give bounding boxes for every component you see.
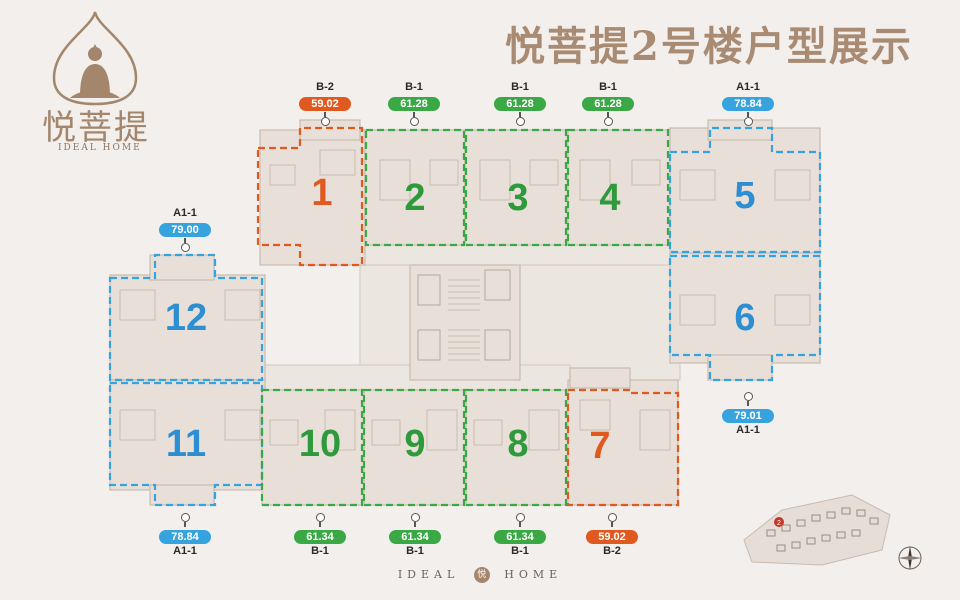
unit-10-body (261, 389, 365, 506)
pin-icon (410, 513, 420, 522)
unit-type: A1-1 (173, 207, 197, 219)
unit-9-body (363, 389, 467, 506)
unit-10-outline (260, 388, 364, 507)
unit-3-outline (464, 128, 568, 247)
unit-area: 78.84 (722, 97, 774, 111)
minimap-marker: 2 (777, 520, 781, 527)
unit-type: B-1 (511, 545, 529, 557)
unit-4-body (567, 129, 671, 246)
building-core (409, 264, 521, 381)
unit-9-outline (362, 388, 466, 507)
unit-2-outline (364, 128, 466, 247)
unit-type: A1-1 (173, 545, 197, 557)
tag-unit-12: A1-1 79.00 (155, 207, 215, 252)
unit-12-number: 12 (165, 297, 207, 339)
unit-type: B-1 (311, 545, 329, 557)
pin-icon (180, 243, 190, 252)
pin-icon (180, 513, 190, 522)
unit-7-outline (566, 388, 680, 507)
brand-logo (40, 8, 160, 148)
tag-unit-1: B-2 59.02 (295, 81, 355, 126)
unit-12-body (109, 274, 266, 381)
pin-icon (320, 117, 330, 126)
pin-icon (515, 513, 525, 522)
footer-brand: IDEAL 悦 HOME (350, 567, 610, 583)
unit-area: 79.01 (722, 409, 774, 423)
tag-unit-11: 78.84 A1-1 (155, 513, 215, 558)
footer-mark-icon: 悦 (473, 567, 490, 583)
unit-7-number: 7 (589, 425, 610, 467)
tag-unit-10: 61.34 B-1 (290, 513, 350, 558)
unit-9-number: 9 (404, 423, 425, 465)
tag-unit-4: B-1 61.28 (578, 81, 638, 126)
unit-area: 59.02 (586, 530, 638, 544)
tag-unit-3: B-1 61.28 (490, 81, 550, 126)
unit-11-number: 11 (166, 423, 206, 465)
logo-subtitle: IDEAL HOME (58, 143, 142, 153)
footer-right: HOME (504, 568, 563, 581)
unit-10-number: 10 (299, 423, 341, 465)
unit-area: 79.00 (159, 223, 211, 237)
logo-name: 悦菩提 (42, 108, 150, 148)
compass-icon (898, 546, 922, 570)
pin-icon (743, 117, 753, 126)
unit-8-outline (464, 388, 568, 507)
unit-type: B-1 (599, 81, 617, 93)
tag-unit-2: B-1 61.28 (384, 81, 444, 126)
unit-4-number: 4 (599, 177, 620, 219)
unit-3-number: 3 (507, 177, 528, 219)
unit-type: A1-1 (736, 424, 760, 436)
unit-area: 61.34 (494, 530, 546, 544)
site-minimap: 2 (743, 494, 891, 566)
unit-6-outline (668, 254, 822, 382)
unit-8-number: 8 (507, 423, 528, 465)
unit-4-outline (566, 128, 670, 247)
unit-5-number: 5 (734, 175, 755, 217)
tag-unit-9: 61.34 B-1 (385, 513, 445, 558)
pin-icon (743, 392, 753, 401)
unit-area: 59.02 (299, 97, 351, 111)
unit-type: B-2 (316, 81, 334, 93)
unit-2-number: 2 (404, 177, 425, 219)
unit-area: 61.28 (388, 97, 440, 111)
unit-8-body (465, 389, 569, 506)
unit-12-outline (108, 253, 264, 382)
tag-unit-8: 61.34 B-1 (490, 513, 550, 558)
unit-area: 61.34 (389, 530, 441, 544)
unit-1-outline (256, 126, 364, 267)
unit-area: 61.28 (494, 97, 546, 111)
tag-unit-5: A1-1 78.84 (718, 81, 778, 126)
pin-icon (409, 117, 419, 126)
unit-1-number: 1 (311, 172, 332, 214)
footer-left: IDEAL (397, 568, 460, 581)
pin-icon (515, 117, 525, 126)
unit-11-outline (108, 381, 264, 507)
unit-type: B-1 (511, 81, 529, 93)
unit-area: 61.34 (294, 530, 346, 544)
pin-icon (315, 513, 325, 522)
unit-7-body (567, 379, 679, 506)
buddha-leaf-icon (52, 11, 138, 106)
unit-area: 61.28 (582, 97, 634, 111)
unit-type: B-1 (406, 545, 424, 557)
unit-area: 78.84 (159, 530, 211, 544)
unit-2-body (364, 129, 466, 246)
unit-6-number: 6 (734, 297, 755, 339)
pin-icon (607, 513, 617, 522)
unit-type: B-2 (603, 545, 621, 557)
unit-5-outline (668, 126, 822, 254)
unit-type: B-1 (405, 81, 423, 93)
location-marker-icon (774, 517, 784, 527)
tag-unit-6: 79.01 A1-1 (718, 392, 778, 437)
tag-unit-7: 59.02 B-2 (582, 513, 642, 558)
unit-type: A1-1 (736, 81, 760, 93)
pin-icon (603, 117, 613, 126)
